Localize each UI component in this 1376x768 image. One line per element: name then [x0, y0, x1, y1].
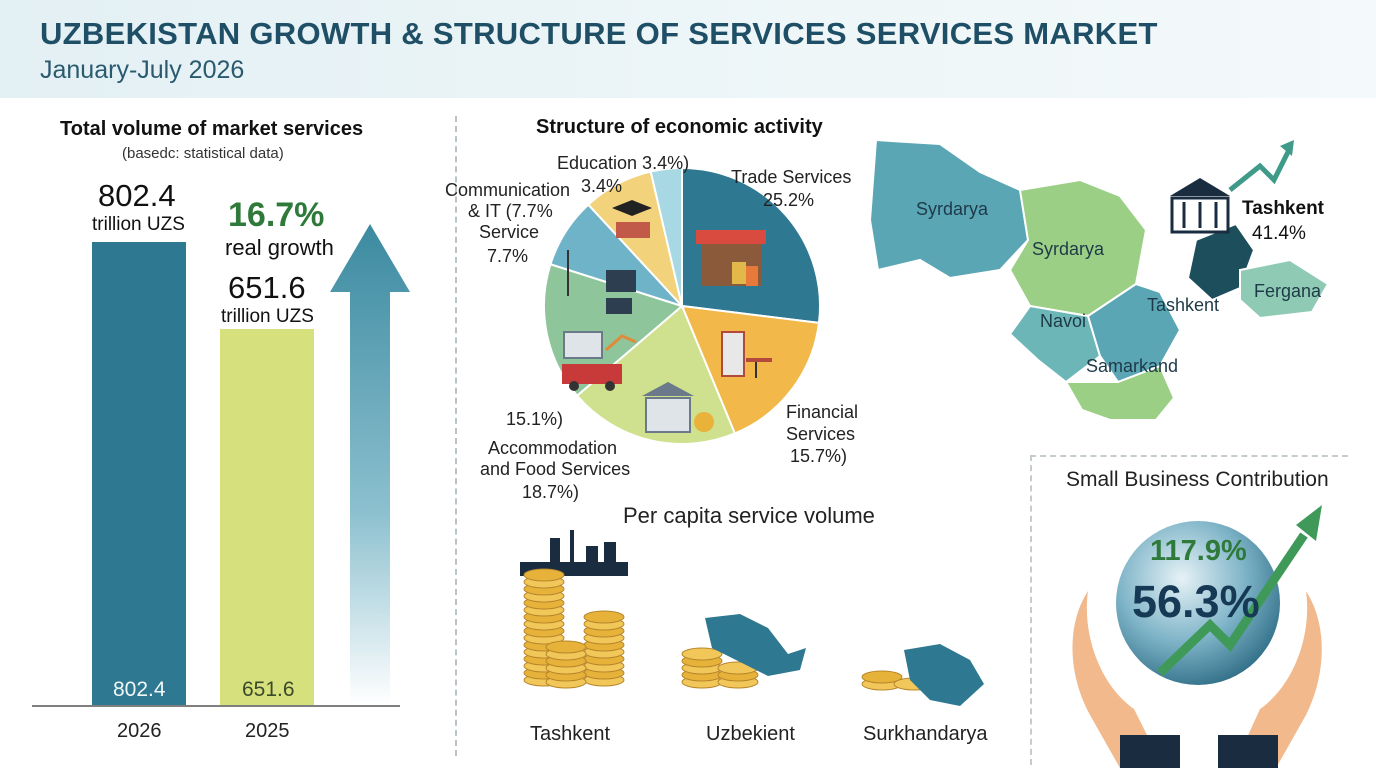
section-divider	[455, 116, 457, 756]
growth-arrow	[330, 224, 410, 705]
surkhandarya-shape-icon	[904, 644, 984, 706]
small-business-title: Small Business Contribution	[1066, 468, 1329, 491]
pie-slice-2	[575, 304, 737, 445]
x-tick-2026: 2026	[117, 720, 162, 742]
coin-icon	[523, 568, 565, 582]
city-surkhandarya: Surkhandarya	[863, 723, 988, 745]
unit-2026: trillion UZS	[92, 214, 185, 235]
label-trade: Trade Services	[731, 167, 852, 187]
region-tashkent	[1086, 282, 1182, 384]
volume-note: (basedc: statistical data)	[122, 145, 284, 162]
growth-trend-arrow-head	[1280, 140, 1294, 156]
map-label-tashkent: Tashkent	[1147, 295, 1220, 315]
growth-arrow-head	[1296, 505, 1322, 541]
label-accommodation: Accommodation	[488, 438, 618, 458]
per-capita-title: Per capita service volume	[623, 503, 875, 528]
coin-icon	[681, 647, 723, 661]
small-business-panel	[1030, 455, 1348, 765]
structure-title: Structure of economic activity	[536, 116, 823, 138]
bar-label-2026: 802.4	[113, 678, 166, 701]
map-highlight-city: Tashkent	[1242, 198, 1325, 219]
hands-icon	[1072, 591, 1322, 768]
bank-icon	[642, 382, 714, 433]
transport-icon	[562, 364, 622, 391]
pie-slice-1	[680, 304, 821, 435]
bank-building-icon	[1170, 178, 1230, 234]
globe-icon	[1116, 521, 1280, 685]
page-subtitle: January-July 2026	[40, 56, 245, 84]
volume-bar-chart	[32, 224, 410, 707]
label-communication: Communication	[445, 180, 571, 200]
bar-2026	[92, 242, 186, 705]
growth-arrow-line	[1156, 532, 1308, 677]
city-tashkent: Tashkent	[530, 723, 611, 745]
label-financial-pct: 15.7%)	[790, 446, 848, 466]
bar-label-2025: 651.6	[242, 678, 295, 701]
x-tick-2025: 2025	[245, 720, 290, 742]
building-icon	[563, 331, 637, 359]
label-education: Education 3.4%)	[557, 153, 690, 173]
coin-icon	[861, 670, 903, 684]
small-business-growth: 117.9%	[1150, 535, 1247, 567]
growth-label: real growth	[225, 235, 334, 260]
map-highlight-pct: 41.4%	[1252, 223, 1306, 244]
value-2025: 651.6	[228, 270, 306, 305]
pie-slice-6	[649, 166, 683, 307]
growth-percent: 16.7%	[228, 196, 325, 234]
structure-pie-chart	[543, 166, 821, 445]
small-business-graphic	[1072, 505, 1322, 768]
education-icon	[612, 200, 652, 238]
label-transport-pct: 15.1%)	[506, 409, 564, 429]
label-accommodation-line2: and Food Services	[480, 459, 631, 479]
value-2026: 802.4	[98, 178, 176, 213]
map-label-fergana: Fergana	[1254, 281, 1322, 301]
coin-icon	[545, 640, 587, 654]
header-banner: UZBEKISTAN GROWTH & STRUCTURE OF SERVICE…	[0, 0, 1376, 98]
map-label-navoi: Navoi	[1040, 311, 1087, 331]
region-karakalpakstan	[868, 138, 1030, 280]
city-uzbekient: Uzbekient	[706, 723, 795, 745]
uzbekistan-shape-icon	[705, 614, 806, 676]
label-communication-line2: & IT (7.7%	[468, 201, 553, 221]
unit-2025: trillion UZS	[221, 306, 314, 327]
region-fergana	[1239, 258, 1330, 320]
label-accommodation-pct: 18.7%)	[522, 482, 580, 502]
uzbekistan-map	[868, 138, 1330, 421]
map-label-syrdarya-nw: Syrdarya	[916, 199, 989, 219]
region-samarkand	[1064, 364, 1176, 421]
computer-icon	[567, 250, 636, 314]
label-financial-line2: Services	[786, 424, 856, 444]
per-capita-graphic	[520, 530, 984, 706]
label-financial: Financial	[786, 402, 859, 422]
map-label-samarkand: Samarkand	[1086, 356, 1179, 376]
label-trade-pct: 25.2%	[763, 190, 815, 210]
volume-title: Total volume of market services	[60, 118, 364, 140]
shop-icon	[696, 230, 766, 286]
bar-2025	[220, 329, 314, 705]
label-education-pct: 3.4%	[581, 176, 623, 196]
restaurant-icon	[721, 331, 772, 378]
coin-icon	[583, 610, 625, 624]
label-communication-pct: 7.7%	[487, 246, 529, 266]
page-title: UZBEKISTAN GROWTH & STRUCTURE OF SERVICE…	[40, 16, 1158, 51]
growth-trend-arrow	[1228, 146, 1293, 192]
small-business-share: 56.3%	[1132, 576, 1260, 627]
map-label-syrdarya: Syrdarya	[1032, 239, 1105, 259]
label-communication-line3: Service	[479, 222, 540, 242]
